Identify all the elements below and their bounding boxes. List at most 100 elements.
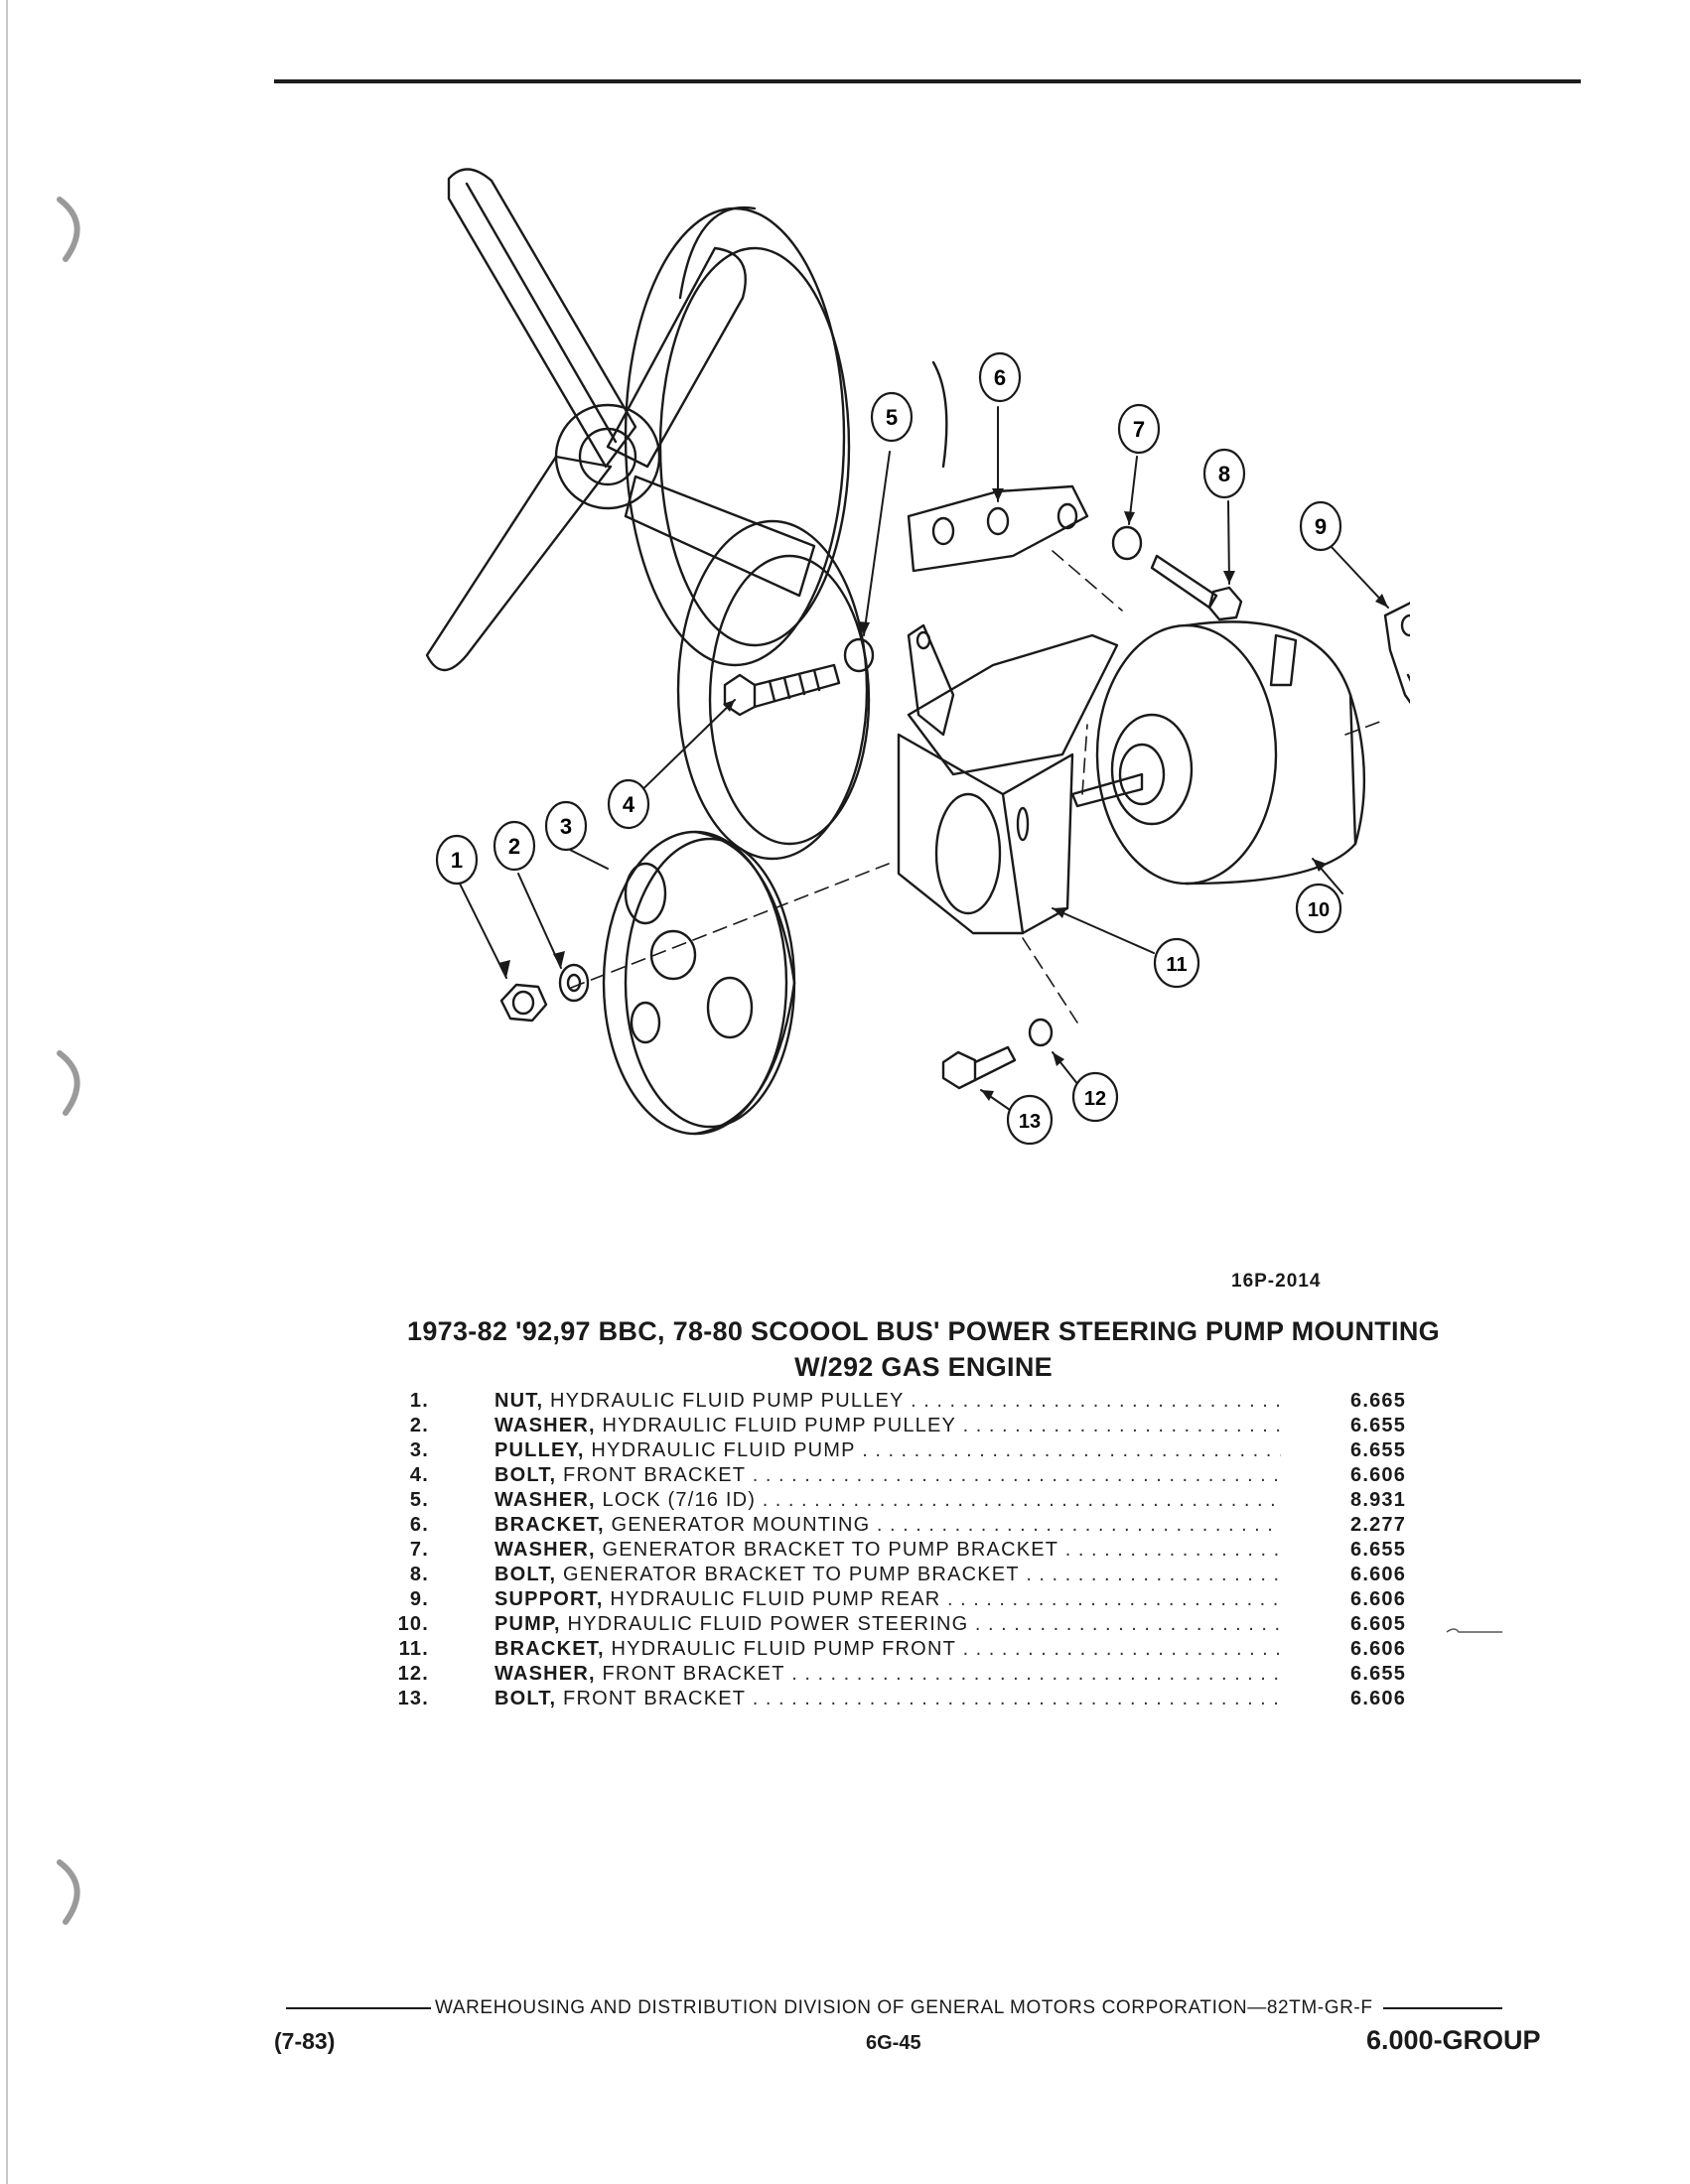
part-detail: HYDRAULIC FLUID PUMP bbox=[584, 1439, 856, 1461]
callout-8: 8 bbox=[1202, 448, 1246, 499]
part-detail: HYDRAULIC FLUID PUMP PULLEY bbox=[595, 1415, 957, 1436]
part-description: BOLT, FRONT BRACKET bbox=[494, 1688, 1281, 1710]
callout-2: 2 bbox=[493, 820, 536, 872]
part-description: NUT, HYDRAULIC FLUID PUMP PULLEY bbox=[494, 1390, 1281, 1413]
part-noun: BRACKET, bbox=[494, 1514, 605, 1536]
parts-list-row: 9. SUPPORT, HYDRAULIC FLUID PUMP REAR 6.… bbox=[377, 1588, 1430, 1613]
part-group-code: 6.606 bbox=[1350, 1688, 1407, 1709]
footer-page-number: 6G-45 bbox=[866, 2032, 921, 2054]
part-number: 6. bbox=[409, 1514, 429, 1536]
part-noun: BRACKET, bbox=[494, 1638, 605, 1660]
parts-list-row: 11. BRACKET, HYDRAULIC FLUID PUMP FRONT … bbox=[377, 1638, 1430, 1663]
part-group-code: 6.655 bbox=[1350, 1539, 1407, 1561]
part-group-code: 6.606 bbox=[1350, 1464, 1407, 1486]
part-description: BRACKET, GENERATOR MOUNTING bbox=[494, 1514, 1281, 1537]
part-noun: NUT, bbox=[494, 1390, 544, 1412]
parts-list-row: 4. BOLT, FRONT BRACKET 6.606 bbox=[377, 1464, 1430, 1489]
part-noun: WASHER, bbox=[494, 1415, 596, 1436]
part-group-code: 6.605 bbox=[1350, 1613, 1407, 1635]
part-detail: FRONT BRACKET bbox=[556, 1688, 747, 1709]
binder-edge bbox=[6, 0, 8, 2184]
part-group-code: 6.606 bbox=[1350, 1638, 1407, 1660]
footer-division-line: WAREHOUSING AND DISTRIBUTION DIVISION OF… bbox=[286, 1997, 1577, 2019]
figure-code: 16P-2014 bbox=[1231, 1271, 1322, 1292]
parts-list-row: 5. WASHER, LOCK (7/16 ID) 8.931 bbox=[377, 1489, 1430, 1514]
washer-illustration bbox=[558, 963, 590, 1003]
handwritten-margin-mark bbox=[1446, 1628, 1502, 1633]
footer-group-code: 6.000-GROUP bbox=[1366, 2025, 1541, 2055]
bolt-gen-illustration bbox=[1150, 554, 1243, 621]
part-description: WASHER, FRONT BRACKET bbox=[494, 1663, 1281, 1686]
part-detail: HYDRAULIC FLUID PUMP PULLEY bbox=[543, 1390, 905, 1412]
callout-12: 12 bbox=[1071, 1071, 1119, 1123]
callout-13: 13 bbox=[1006, 1094, 1054, 1146]
washer-gen-illustration bbox=[1111, 525, 1143, 561]
pulley-illustration bbox=[602, 830, 796, 1136]
pump-illustration bbox=[1070, 620, 1366, 886]
exploded-parts-diagram: 1 2 3 4 5 6 7 8 9 10 11 12 13 bbox=[425, 168, 1410, 1146]
fan-illustration bbox=[425, 168, 948, 861]
callout-9: 9 bbox=[1299, 500, 1342, 552]
parts-list-row: 13. BOLT, FRONT BRACKET 6.606 bbox=[377, 1688, 1430, 1712]
footer-rule-right bbox=[1382, 2007, 1502, 2009]
parts-list-row: 3. PULLEY, HYDRAULIC FLUID PUMP 6.655 bbox=[377, 1439, 1430, 1464]
figure-title-line-1: 1973-82 '92,97 BBC, 78-80 SCOOOL BUS' PO… bbox=[407, 1316, 1440, 1346]
callout-1: 1 bbox=[435, 834, 479, 886]
part-description: PUMP, HYDRAULIC FLUID POWER STEERING bbox=[494, 1613, 1281, 1636]
svg-text:3: 3 bbox=[560, 814, 572, 839]
part-description: BOLT, GENERATOR BRACKET TO PUMP BRACKET bbox=[494, 1564, 1281, 1586]
part-detail: GENERATOR BRACKET TO PUMP BRACKET bbox=[595, 1539, 1059, 1561]
binder-hole-middle bbox=[57, 1050, 80, 1116]
part-description: PULLEY, HYDRAULIC FLUID PUMP bbox=[494, 1439, 1281, 1462]
pump-front-bracket-illustration bbox=[897, 623, 1119, 935]
header-rule bbox=[274, 79, 1581, 83]
part-detail: FRONT BRACKET bbox=[556, 1464, 747, 1486]
svg-text:9: 9 bbox=[1315, 514, 1327, 539]
parts-list-row: 2. WASHER, HYDRAULIC FLUID PUMP PULLEY 6… bbox=[377, 1415, 1430, 1439]
svg-text:5: 5 bbox=[886, 405, 898, 430]
part-description: BRACKET, HYDRAULIC FLUID PUMP FRONT bbox=[494, 1638, 1281, 1661]
parts-list-row: 8. BOLT, GENERATOR BRACKET TO PUMP BRACK… bbox=[377, 1564, 1430, 1588]
part-number: 9. bbox=[409, 1588, 429, 1610]
part-detail: GENERATOR BRACKET TO PUMP BRACKET bbox=[556, 1564, 1020, 1585]
washer-bottom-illustration bbox=[1028, 1018, 1054, 1047]
part-description: WASHER, LOCK (7/16 ID) bbox=[494, 1489, 1281, 1512]
part-number: 8. bbox=[409, 1564, 429, 1585]
callout-5: 5 bbox=[870, 391, 914, 443]
callout-4: 4 bbox=[607, 778, 650, 830]
part-detail: HYDRAULIC FLUID PUMP REAR bbox=[603, 1588, 941, 1610]
part-number: 11. bbox=[398, 1638, 429, 1660]
svg-text:12: 12 bbox=[1084, 1088, 1106, 1110]
binder-hole-top bbox=[57, 197, 80, 262]
nut-illustration bbox=[499, 983, 548, 1023]
parts-list-row: 10. PUMP, HYDRAULIC FLUID POWER STEERING… bbox=[377, 1613, 1430, 1638]
part-noun: BOLT, bbox=[494, 1464, 557, 1486]
part-group-code: 8.931 bbox=[1350, 1489, 1407, 1511]
svg-text:1: 1 bbox=[451, 848, 463, 873]
callout-6: 6 bbox=[978, 351, 1022, 403]
parts-list-row: 1. NUT, HYDRAULIC FLUID PUMP PULLEY 6.66… bbox=[377, 1390, 1430, 1415]
part-noun: WASHER, bbox=[494, 1489, 596, 1511]
part-description: WASHER, HYDRAULIC FLUID PUMP PULLEY bbox=[494, 1415, 1281, 1437]
part-description: BOLT, FRONT BRACKET bbox=[494, 1464, 1281, 1487]
parts-list-row: 6. BRACKET, GENERATOR MOUNTING 2.277 bbox=[377, 1514, 1430, 1539]
part-detail: HYDRAULIC FLUID PUMP FRONT bbox=[604, 1638, 957, 1660]
parts-list-row: 12. WASHER, FRONT BRACKET 6.655 bbox=[377, 1663, 1430, 1688]
part-number: 4. bbox=[409, 1464, 429, 1486]
parts-list: 1. NUT, HYDRAULIC FLUID PUMP PULLEY 6.66… bbox=[377, 1390, 1430, 1712]
svg-text:4: 4 bbox=[623, 792, 635, 817]
part-detail: HYDRAULIC FLUID POWER STEERING bbox=[560, 1613, 969, 1635]
part-group-code: 6.655 bbox=[1350, 1415, 1407, 1436]
footer-division-text: WAREHOUSING AND DISTRIBUTION DIVISION OF… bbox=[435, 1997, 1373, 2018]
callout-10: 10 bbox=[1295, 883, 1342, 934]
part-number: 5. bbox=[409, 1489, 429, 1511]
part-number: 7. bbox=[409, 1539, 429, 1561]
figure-title-line-2: W/292 GAS ENGINE bbox=[794, 1352, 1053, 1382]
part-detail: GENERATOR MOUNTING bbox=[604, 1514, 871, 1536]
footer-revision-date: (7-83) bbox=[274, 2028, 336, 2054]
callout-11: 11 bbox=[1153, 937, 1200, 989]
part-number: 2. bbox=[409, 1415, 429, 1436]
part-detail: FRONT BRACKET bbox=[595, 1663, 785, 1685]
part-noun: WASHER, bbox=[494, 1539, 596, 1561]
